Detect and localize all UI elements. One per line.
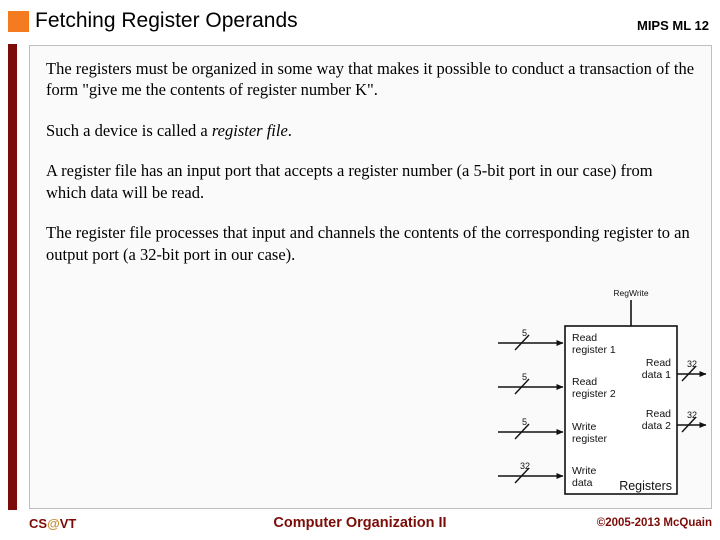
footer-logo-suffix: VT bbox=[59, 516, 77, 531]
footer-logo-prefix: CS bbox=[29, 516, 48, 531]
page-title: Fetching Register Operands bbox=[35, 9, 298, 32]
paragraph-2-lead: Such a device is called a bbox=[46, 120, 212, 140]
output-label-read-data-1-line1: Read bbox=[646, 357, 671, 369]
output-label-read-data-2-line2: data 2 bbox=[642, 420, 671, 432]
input-width-read-register-2: 5 bbox=[522, 372, 527, 382]
output-slash-read-data-1 bbox=[681, 365, 697, 382]
content-panel: The registers must be organized in some … bbox=[29, 45, 712, 509]
registers-block-label: Registers bbox=[619, 479, 672, 493]
registers-block-outline bbox=[564, 325, 678, 495]
paragraph-4: The register file processes that input a… bbox=[46, 223, 690, 264]
input-label-read-register-2-line2: register 2 bbox=[572, 388, 616, 400]
input-slash-write-register bbox=[514, 423, 530, 440]
input-slash-write-data bbox=[514, 467, 530, 484]
paragraph-1: The registers must be organized in some … bbox=[46, 59, 695, 100]
left-accent-bar bbox=[8, 44, 17, 510]
footer-course-title: Computer Organization II bbox=[273, 515, 447, 531]
register-file-diagram: RegWrite 5 Read register 1 5 Read regist… bbox=[490, 286, 712, 508]
footer-logo-csvt: CS@VT bbox=[29, 516, 76, 531]
input-label-write-register-line2: register bbox=[572, 433, 608, 445]
input-label-read-register-2-line1: Read bbox=[572, 376, 597, 388]
paragraph-2-tail: . bbox=[287, 120, 292, 140]
header-reference-label: MIPS ML 12 bbox=[636, 18, 709, 33]
slide-header: Fetching Register Operands MIPS ML 12 bbox=[0, 0, 720, 44]
output-width-read-data-1: 32 bbox=[687, 359, 697, 369]
input-width-write-register: 5 bbox=[522, 417, 527, 427]
at-icon: @ bbox=[47, 516, 60, 531]
slide-footer: CS@VT Computer Organization II ©2005-201… bbox=[0, 510, 720, 540]
regwrite-label: RegWrite bbox=[613, 288, 649, 298]
output-width-read-data-2: 32 bbox=[687, 410, 697, 420]
input-label-write-register-line1: Write bbox=[572, 421, 596, 433]
output-label-read-data-2-line1: Read bbox=[646, 408, 671, 420]
paragraph-3: A register file has an input port that a… bbox=[46, 161, 653, 202]
input-width-write-data: 32 bbox=[520, 461, 530, 471]
input-label-read-register-1-line1: Read bbox=[572, 332, 597, 344]
output-slash-read-data-2 bbox=[681, 416, 697, 433]
footer-copyright: ©2005-2013 McQuain bbox=[596, 517, 712, 529]
paragraph-2-emphasis: register file bbox=[211, 120, 288, 140]
title-bullet-square bbox=[8, 11, 29, 32]
input-label-write-data-line2: data bbox=[572, 477, 593, 489]
input-label-read-register-1-line2: register 1 bbox=[572, 344, 616, 356]
input-slash-read-register-1 bbox=[514, 334, 530, 351]
input-width-read-register-1: 5 bbox=[522, 328, 527, 338]
output-label-read-data-1-line2: data 1 bbox=[642, 369, 671, 381]
body-text-block: The registers must be organized in some … bbox=[46, 58, 696, 265]
input-slash-read-register-2 bbox=[514, 378, 530, 395]
paragraph-2: Such a device is called a register file. bbox=[46, 120, 696, 141]
input-label-write-data-line1: Write bbox=[572, 465, 596, 477]
